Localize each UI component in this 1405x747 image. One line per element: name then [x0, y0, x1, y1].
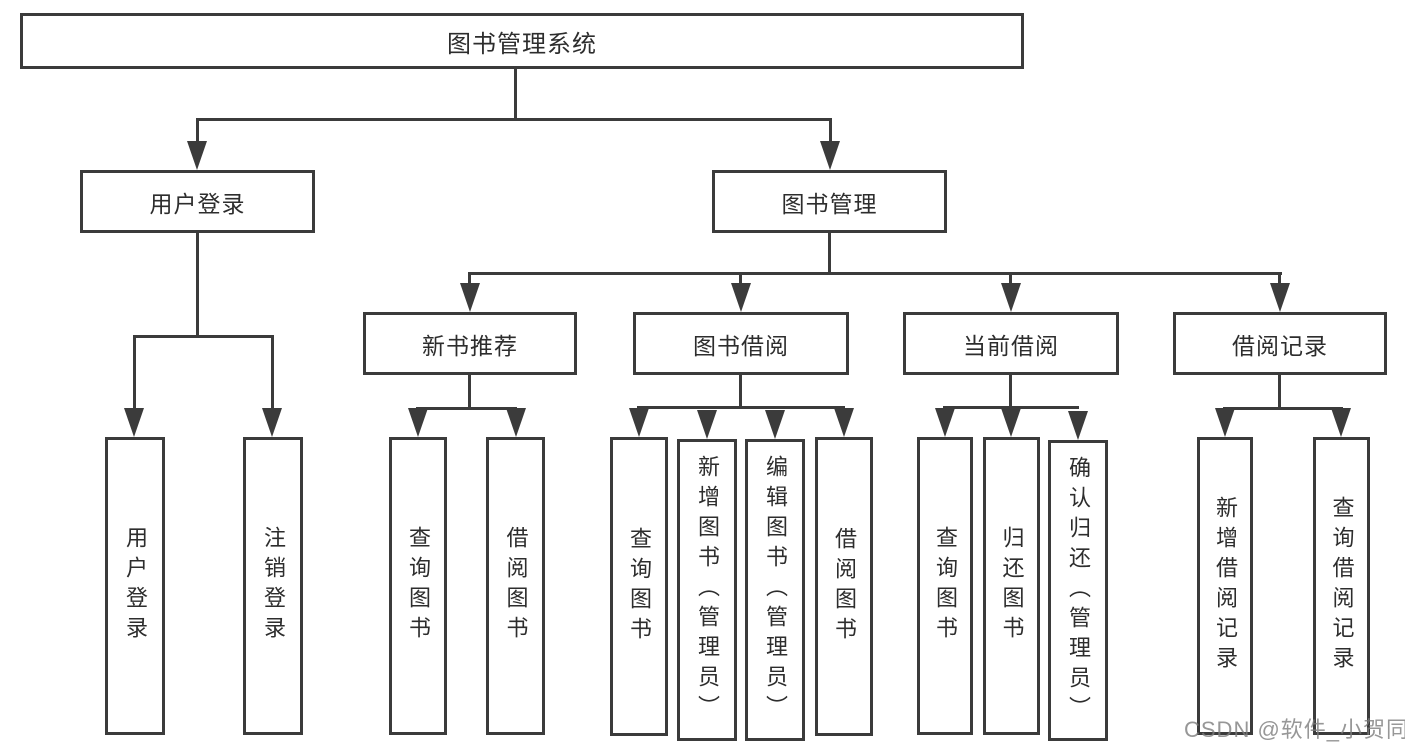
arrow-down-icon	[460, 283, 480, 312]
connector-drop-recommend	[468, 272, 471, 286]
connector-drop-current	[1009, 272, 1012, 286]
connector-bookmgmt-stem	[828, 233, 831, 272]
node-book-borrowing: 图书借阅	[633, 312, 849, 375]
arrow-down-icon	[506, 408, 526, 437]
arrow-down-icon	[629, 408, 649, 437]
node-borrowing-records: 借阅记录	[1173, 312, 1387, 375]
connector-bookmgmt-split	[468, 272, 1282, 275]
node-label: 借阅图书	[503, 526, 529, 646]
node-label: 用户登录	[123, 526, 148, 646]
node-return-books: 归还图书	[983, 437, 1040, 735]
connector-drop-records	[1278, 272, 1281, 286]
connector-recommend-split	[416, 407, 517, 410]
node-edit-books-admin: 编辑图书（管理员）	[745, 439, 805, 741]
node-label: 图书借阅	[693, 332, 789, 359]
node-add-books-admin: 新增图书（管理员）	[677, 439, 737, 741]
connector-current-stem	[1009, 375, 1012, 406]
arrow-down-icon	[935, 408, 955, 437]
node-book-management: 图书管理	[712, 170, 947, 233]
node-borrow-books-1: 借阅图书	[486, 437, 545, 735]
node-query-books-3: 查询图书	[917, 437, 973, 735]
node-library-system: 图书管理系统	[20, 13, 1024, 69]
arrow-down-icon	[697, 410, 717, 439]
connector-records-stem	[1278, 375, 1281, 407]
arrow-down-icon	[765, 410, 785, 439]
connector-borrowing-stem	[739, 375, 742, 406]
node-query-books-2: 查询图书	[610, 437, 668, 736]
connector-borrowing-split	[637, 406, 845, 409]
arrow-down-icon	[1331, 408, 1351, 437]
node-query-books-1: 查询图书	[389, 437, 447, 735]
connector-recommend-stem	[468, 375, 471, 407]
node-label: 注销登录	[261, 526, 286, 646]
node-label: 图书管理	[781, 190, 878, 217]
arrow-down-icon	[834, 408, 854, 437]
node-label: 归还图书	[999, 526, 1025, 646]
connector-drop-borrowing	[739, 272, 742, 286]
node-confirm-return-admin: 确认归还（管理员）	[1048, 440, 1108, 741]
arrow-down-icon	[731, 283, 751, 312]
arrow-down-icon	[1001, 408, 1021, 437]
node-user-login-leaf: 用户登录	[105, 437, 165, 735]
arrow-down-icon	[1068, 411, 1088, 440]
node-borrow-books-2: 借阅图书	[815, 437, 873, 736]
node-label: 新书推荐	[422, 332, 518, 359]
connector-drop-user-login	[196, 118, 199, 144]
connector-drop-login-leaf	[133, 335, 136, 410]
connector-root-stem	[514, 69, 517, 118]
node-label: 新增借阅记录	[1213, 496, 1238, 676]
node-label: 借阅记录	[1232, 332, 1328, 359]
node-label: 查询图书	[933, 526, 958, 646]
connector-drop-book-mgmt	[829, 118, 832, 144]
node-new-book-recommend: 新书推荐	[363, 312, 577, 375]
arrow-down-icon	[1001, 283, 1021, 312]
csdn-watermark: CSDN @软件_小贺同学	[1184, 717, 1405, 742]
node-label: 查询图书	[627, 526, 652, 647]
node-label: 编辑图书（管理员）	[763, 455, 788, 725]
node-label: 当前借阅	[963, 332, 1059, 359]
arrow-down-icon	[820, 141, 840, 170]
connector-userlogin-split	[133, 335, 274, 338]
node-user-login: 用户登录	[80, 170, 315, 233]
arrow-down-icon	[408, 408, 428, 437]
node-label: 新增图书（管理员）	[695, 455, 720, 725]
arrow-down-icon	[262, 408, 282, 437]
connector-records-split	[1223, 407, 1343, 410]
node-label: 借阅图书	[832, 526, 857, 647]
node-label: 图书管理系统	[447, 30, 597, 58]
arrow-down-icon	[1215, 408, 1235, 437]
connector-current-split	[943, 406, 1079, 409]
arrow-down-icon	[187, 141, 207, 170]
node-add-borrow-record: 新增借阅记录	[1197, 437, 1253, 735]
node-label: 查询图书	[406, 526, 431, 646]
arrow-down-icon	[1270, 283, 1290, 312]
node-current-borrowing: 当前借阅	[903, 312, 1119, 375]
node-label: 确认归还（管理员）	[1066, 455, 1091, 726]
node-label: 用户登录	[149, 190, 246, 217]
connector-drop-logout-leaf	[271, 335, 274, 410]
connector-userlogin-stem	[196, 233, 199, 335]
connector-root-split	[196, 118, 832, 121]
node-label: 查询借阅记录	[1329, 496, 1355, 676]
node-logout-leaf: 注销登录	[243, 437, 303, 735]
node-query-borrow-record: 查询借阅记录	[1313, 437, 1370, 735]
arrow-down-icon	[124, 408, 144, 437]
